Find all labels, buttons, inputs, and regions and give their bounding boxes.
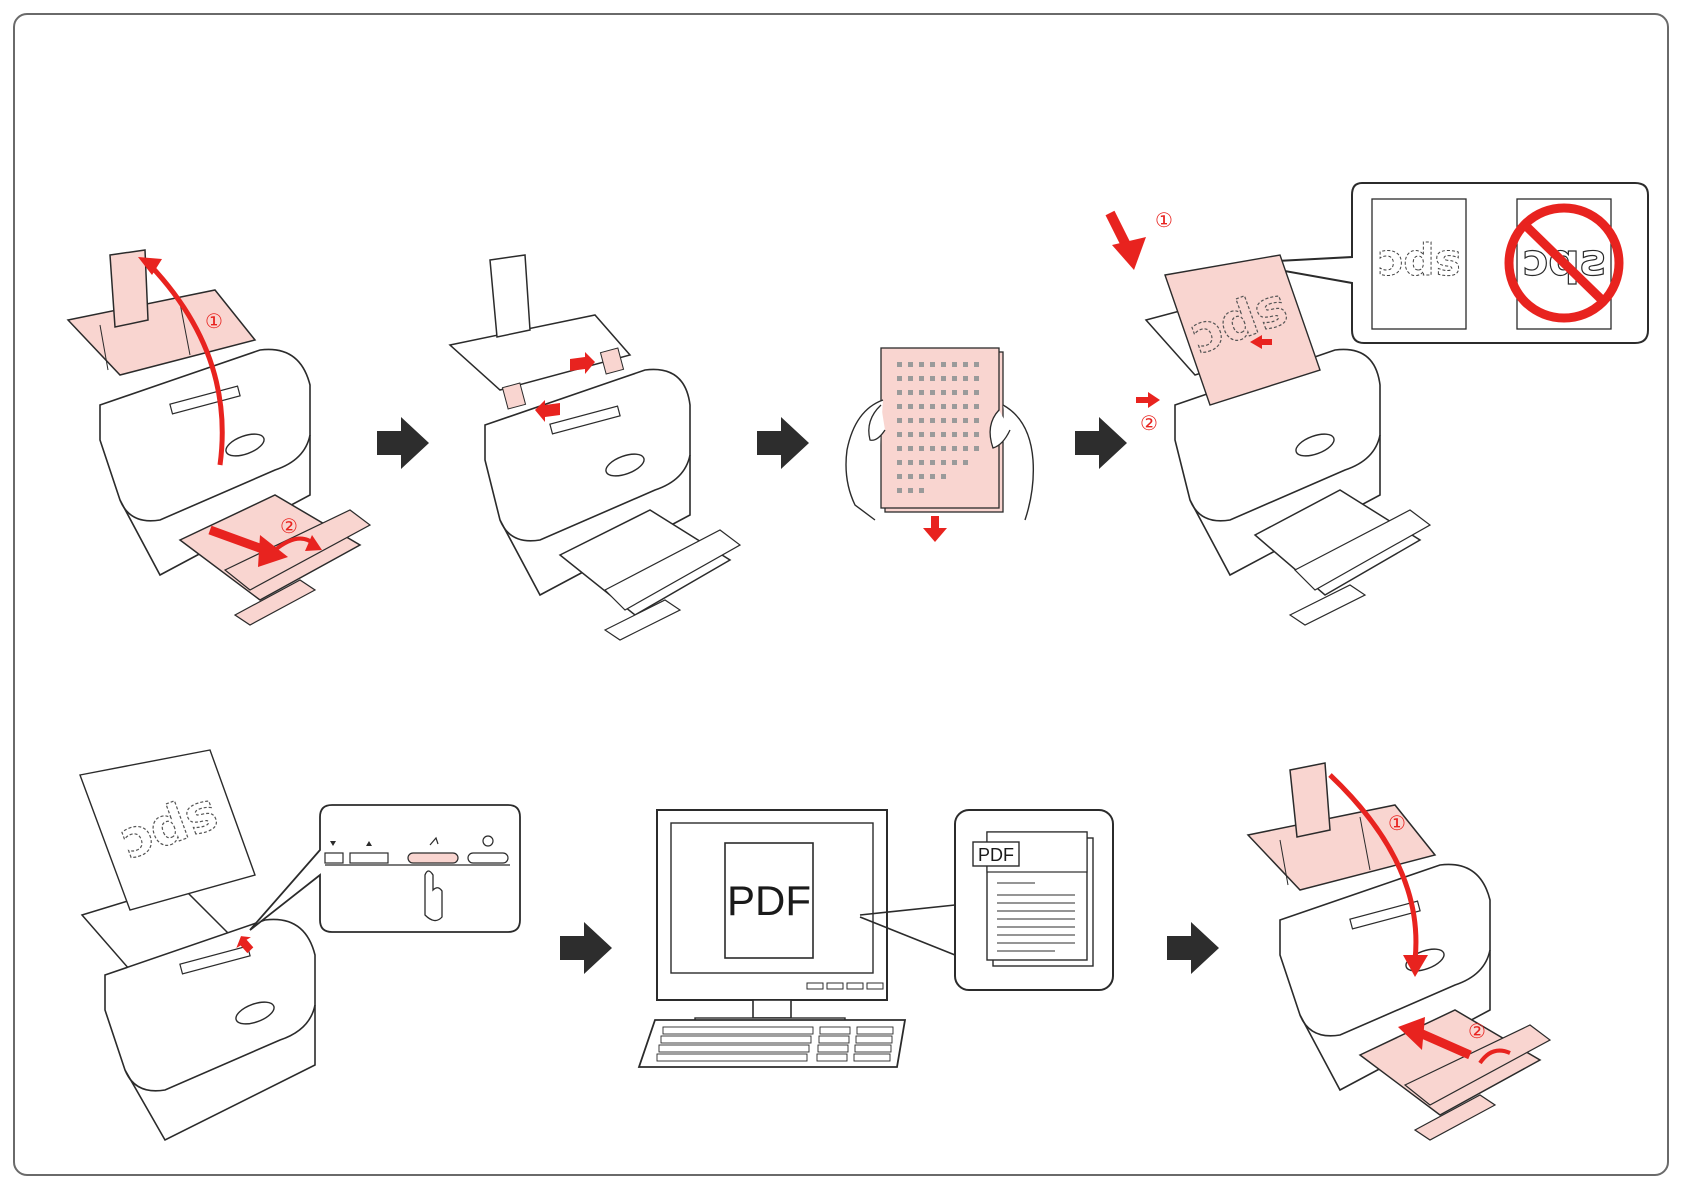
step-arrow-3 <box>1073 415 1129 471</box>
step-arrow-5 <box>558 920 614 976</box>
scanner-illustration-4: spc spc spc ① ② <box>1140 175 1660 635</box>
callout-number-2: ② <box>280 514 298 538</box>
step-4-load-documents: spc spc spc ① ② <box>1140 175 1660 635</box>
step-3-fan-documents <box>835 330 1035 550</box>
callout-number-1: ① <box>205 309 223 333</box>
step-7-close-trays: ① ② <box>1240 755 1560 1145</box>
callout-number-2: ② <box>1140 411 1158 435</box>
scanner-illustration-1: ① ② <box>60 245 380 635</box>
step-6-pdf-output: PDF PDF <box>635 805 1120 1075</box>
hands-stack-illustration <box>835 330 1035 550</box>
computer-illustration: PDF PDF <box>635 805 1120 1075</box>
step-2-edge-guides <box>445 255 765 635</box>
step-5-press-scan: spc <box>70 745 520 1145</box>
scanner-illustration-5: spc <box>70 745 520 1145</box>
correct-orientation-text: spc <box>1377 240 1461 291</box>
pdf-icon-label: PDF <box>978 845 1014 865</box>
callout-number-1: ① <box>1388 811 1406 835</box>
monitor-pdf-label: PDF <box>727 877 811 924</box>
scanner-illustration-7: ① ② <box>1240 755 1560 1145</box>
callout-number-2: ② <box>1468 1019 1486 1043</box>
scanner-illustration-2 <box>445 255 765 635</box>
step-1-open-trays: ① ② <box>60 245 380 635</box>
step-arrow-1 <box>375 415 431 471</box>
step-arrow-6 <box>1165 920 1221 976</box>
callout-number-1: ① <box>1155 208 1173 232</box>
step-arrow-2 <box>755 415 811 471</box>
